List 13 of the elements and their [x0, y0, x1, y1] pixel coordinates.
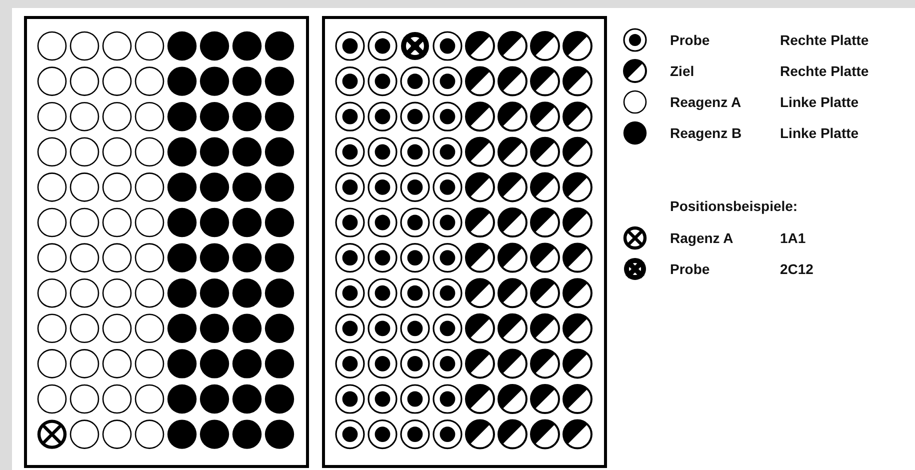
legend-label: Ragenz A — [670, 230, 734, 246]
location-label: Rechte Platte — [780, 32, 869, 48]
location-label: Linke Platte — [780, 94, 859, 110]
section-heading: Positionsbeispiele: — [670, 198, 798, 214]
legend-label: Reagenz A — [670, 94, 742, 110]
location-label: Linke Platte — [780, 125, 859, 141]
location-label: Rechte Platte — [780, 63, 869, 79]
position-code: 1A1 — [780, 230, 806, 246]
legend-label: Probe — [670, 32, 710, 48]
legend-label: Probe — [670, 261, 710, 277]
position-code: 2C12 — [780, 261, 814, 277]
legend-label: Ziel — [670, 63, 694, 79]
legend-label: Reagenz B — [670, 125, 742, 141]
